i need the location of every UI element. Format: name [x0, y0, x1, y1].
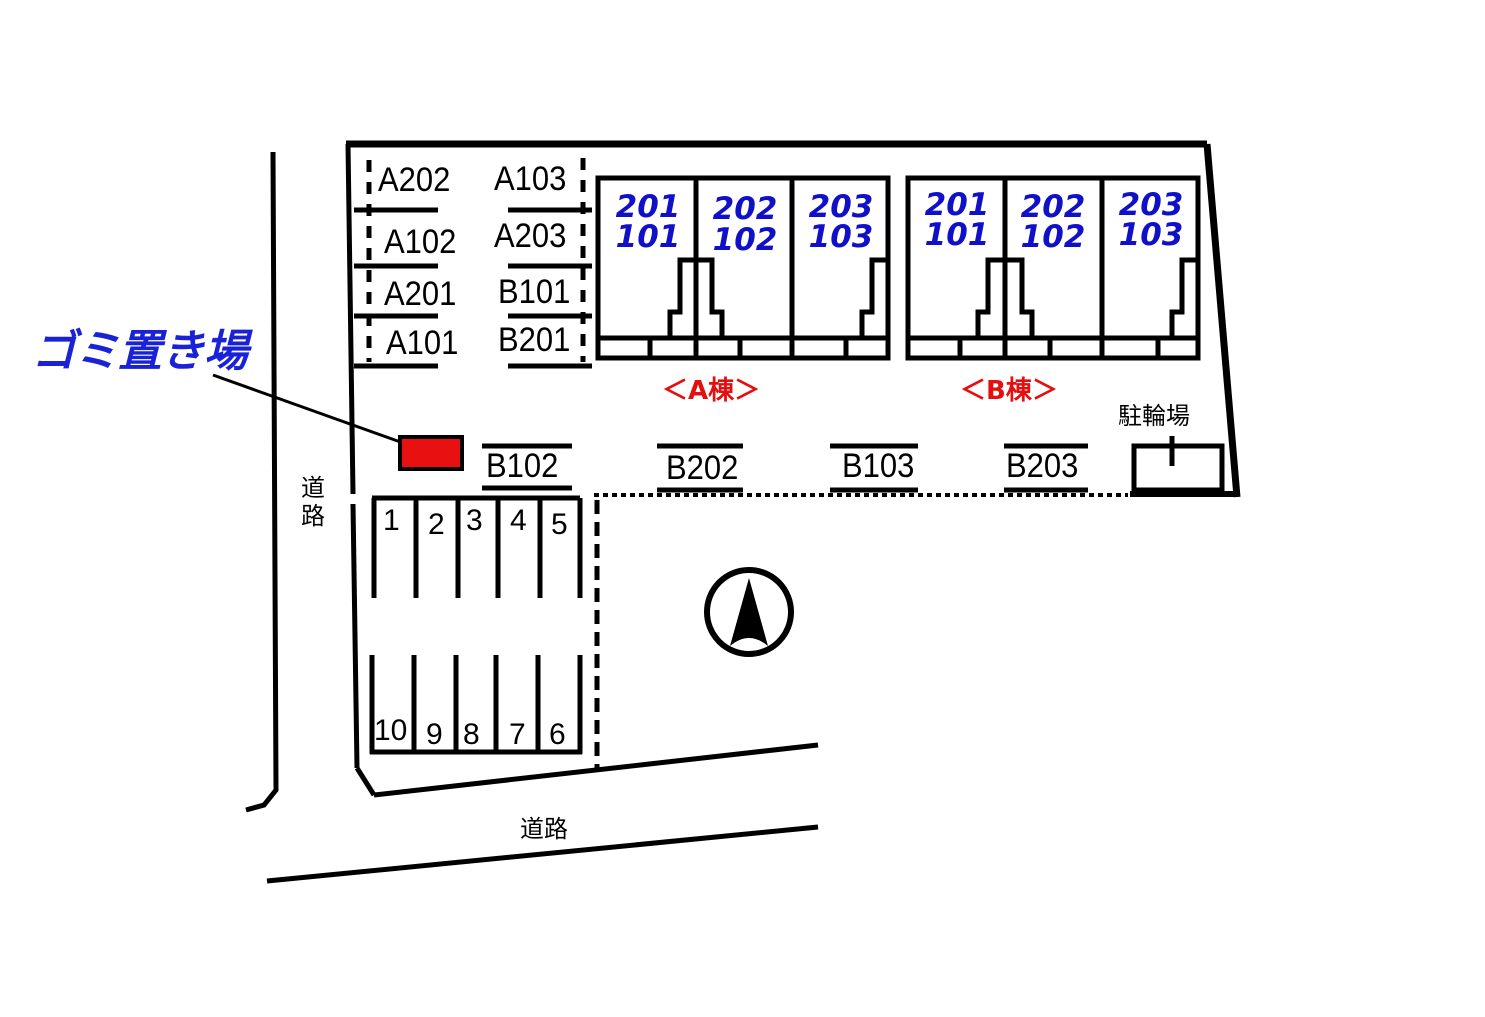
unit-b-202: 202: [1020, 189, 1086, 225]
parking-left-separators: [354, 160, 438, 369]
parking-number-8: 8: [463, 718, 480, 751]
parking-slot-b102: B102: [486, 445, 559, 485]
parking-slot-a102: A102: [384, 221, 457, 261]
parking-number-3: 3: [466, 504, 483, 537]
unit-a-202: 202: [712, 191, 778, 227]
parking-number-5: 5: [551, 508, 568, 541]
bottom-parking-lines: [482, 443, 1088, 493]
parking-slot-b101: B101: [498, 271, 571, 311]
parking-number-9: 9: [426, 718, 443, 751]
road-south-label: 道路: [520, 815, 568, 843]
unit-b-103: 103: [1118, 217, 1184, 253]
bike-parking-box: [1131, 436, 1225, 493]
unit-a-102: 102: [712, 222, 778, 258]
gomi-box: [398, 435, 464, 471]
parking-slot-b202: B202: [666, 447, 739, 487]
unit-b-203: 203: [1118, 187, 1184, 223]
numbered-parking-grid: [369, 495, 583, 755]
building-b-outline: [905, 175, 1201, 361]
south-road-line-lower: [266, 824, 819, 884]
parking-number-10: 10: [374, 714, 408, 747]
parking-number-6: 6: [549, 718, 566, 751]
unit-b-102: 102: [1020, 219, 1086, 255]
parking-number-7: 7: [509, 718, 526, 751]
parking-slot-a201: A201: [384, 273, 457, 313]
building-a-label: ＜A棟＞: [662, 376, 761, 406]
unit-a-201: 201: [615, 189, 681, 225]
property-boundary: [345, 140, 1241, 797]
parking-slot-a101: A101: [386, 322, 459, 362]
parking-slot-a103: A103: [494, 158, 567, 198]
parking-number-1: 1: [383, 504, 400, 537]
north-arrow-icon: [704, 567, 794, 657]
parking-slot-a203: A203: [494, 215, 567, 255]
unit-a-103: 103: [808, 219, 874, 255]
unit-a-203: 203: [808, 189, 874, 225]
unit-a-101: 101: [615, 219, 681, 255]
parking-slot-b103: B103: [842, 445, 915, 485]
road-west-label: 道路: [301, 474, 325, 530]
building-b-label: ＜B棟＞: [960, 376, 1058, 406]
bike-parking-label: 駐輪場: [1118, 402, 1190, 430]
unit-b-201: 201: [924, 187, 990, 223]
parking-number-2: 2: [428, 508, 445, 541]
building-a-outline: [595, 175, 891, 361]
parking-slot-b201: B201: [498, 319, 571, 359]
gomi-leader-line: [212, 373, 421, 451]
parking-number-4: 4: [510, 504, 527, 537]
unit-b-101: 101: [924, 217, 990, 253]
gomi-label: ゴミ置き場: [32, 326, 248, 377]
parking-slot-a202: A202: [378, 159, 451, 199]
parking-right-separators: [508, 158, 592, 369]
parking-slot-b203: B203: [1006, 445, 1079, 485]
west-road-line: [245, 151, 279, 813]
